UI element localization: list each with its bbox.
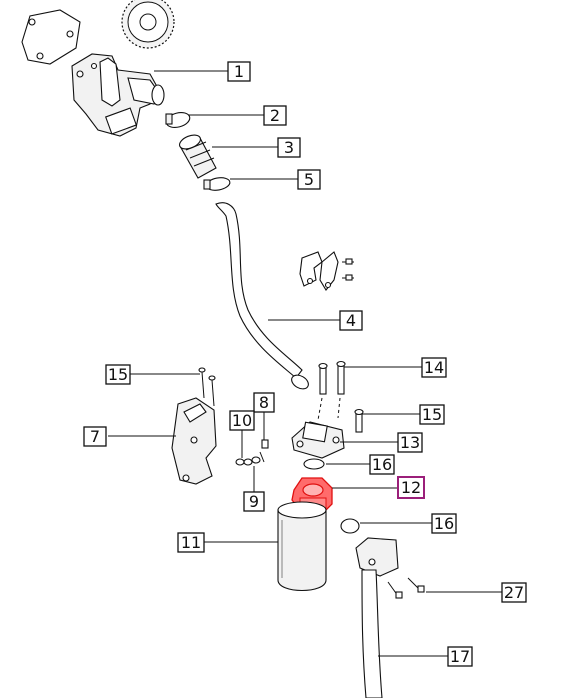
- callout-label: 14: [424, 358, 444, 377]
- return-pipe: [361, 569, 383, 698]
- head-bolts: [317, 360, 346, 421]
- callout-10[interactable]: 10: [229, 410, 255, 431]
- mounting-bracket: [171, 397, 217, 485]
- callout-label: 12: [401, 478, 421, 497]
- callout-label: 16: [434, 514, 454, 533]
- callout-5[interactable]: 5: [297, 169, 321, 190]
- callout-3[interactable]: 3: [277, 137, 301, 158]
- callout-label: 2: [270, 106, 280, 125]
- callout-14[interactable]: 14: [421, 357, 447, 378]
- callout-27[interactable]: 27: [501, 582, 527, 603]
- callout-label: 11: [181, 533, 201, 552]
- clamp-block: [355, 537, 399, 577]
- callout-17[interactable]: 17: [447, 646, 473, 667]
- callout-label: 8: [259, 393, 269, 412]
- callout-7[interactable]: 7: [83, 426, 107, 447]
- callout-9[interactable]: 9: [243, 491, 265, 512]
- callout-label: 9: [249, 492, 259, 511]
- callout-label: 1: [234, 62, 244, 81]
- callout-label: 15: [422, 405, 442, 424]
- callout-label: 10: [232, 411, 252, 430]
- filter-head: [291, 421, 345, 459]
- callout-11[interactable]: 11: [177, 532, 205, 553]
- callout-label: 4: [346, 311, 356, 330]
- callout-label: 5: [304, 170, 314, 189]
- hose-clamp-upper: [165, 112, 191, 128]
- hose-clamp-lower: [203, 177, 231, 191]
- callout-label: 13: [400, 433, 420, 452]
- o-ring-lower: [340, 518, 360, 534]
- hose-coupling: [179, 134, 217, 179]
- callout-2[interactable]: 2: [263, 105, 287, 126]
- callout-label: 15: [108, 365, 128, 384]
- callout-8[interactable]: 8: [253, 392, 275, 413]
- head-side-bolt: [354, 408, 364, 433]
- gasket-plate: [21, 9, 81, 65]
- callout-label: 16: [372, 455, 392, 474]
- callout-16-lower[interactable]: 16: [431, 513, 457, 534]
- clamp-bolts: [387, 577, 425, 599]
- callout-4[interactable]: 4: [339, 310, 363, 331]
- oil-pump: [71, 53, 165, 137]
- callout-1[interactable]: 1: [227, 61, 251, 82]
- suction-pipe: [215, 202, 309, 390]
- callout-15-right[interactable]: 15: [419, 404, 445, 425]
- pipe-brackets: [299, 251, 354, 291]
- callout-12-highlighted[interactable]: 12: [397, 476, 425, 499]
- o-ring-upper: [303, 458, 325, 470]
- callout-15-left[interactable]: 15: [105, 364, 131, 385]
- filter-canister: [277, 501, 327, 591]
- callout-label: 7: [90, 427, 100, 446]
- fastener-set: [235, 439, 269, 466]
- gear: [121, 0, 175, 49]
- callout-13[interactable]: 13: [397, 432, 423, 453]
- bracket-bolts: [198, 367, 216, 407]
- callout-label: 27: [504, 583, 524, 602]
- callout-16-upper[interactable]: 16: [369, 454, 395, 475]
- callout-label: 17: [450, 647, 470, 666]
- callout-label: 3: [284, 138, 294, 157]
